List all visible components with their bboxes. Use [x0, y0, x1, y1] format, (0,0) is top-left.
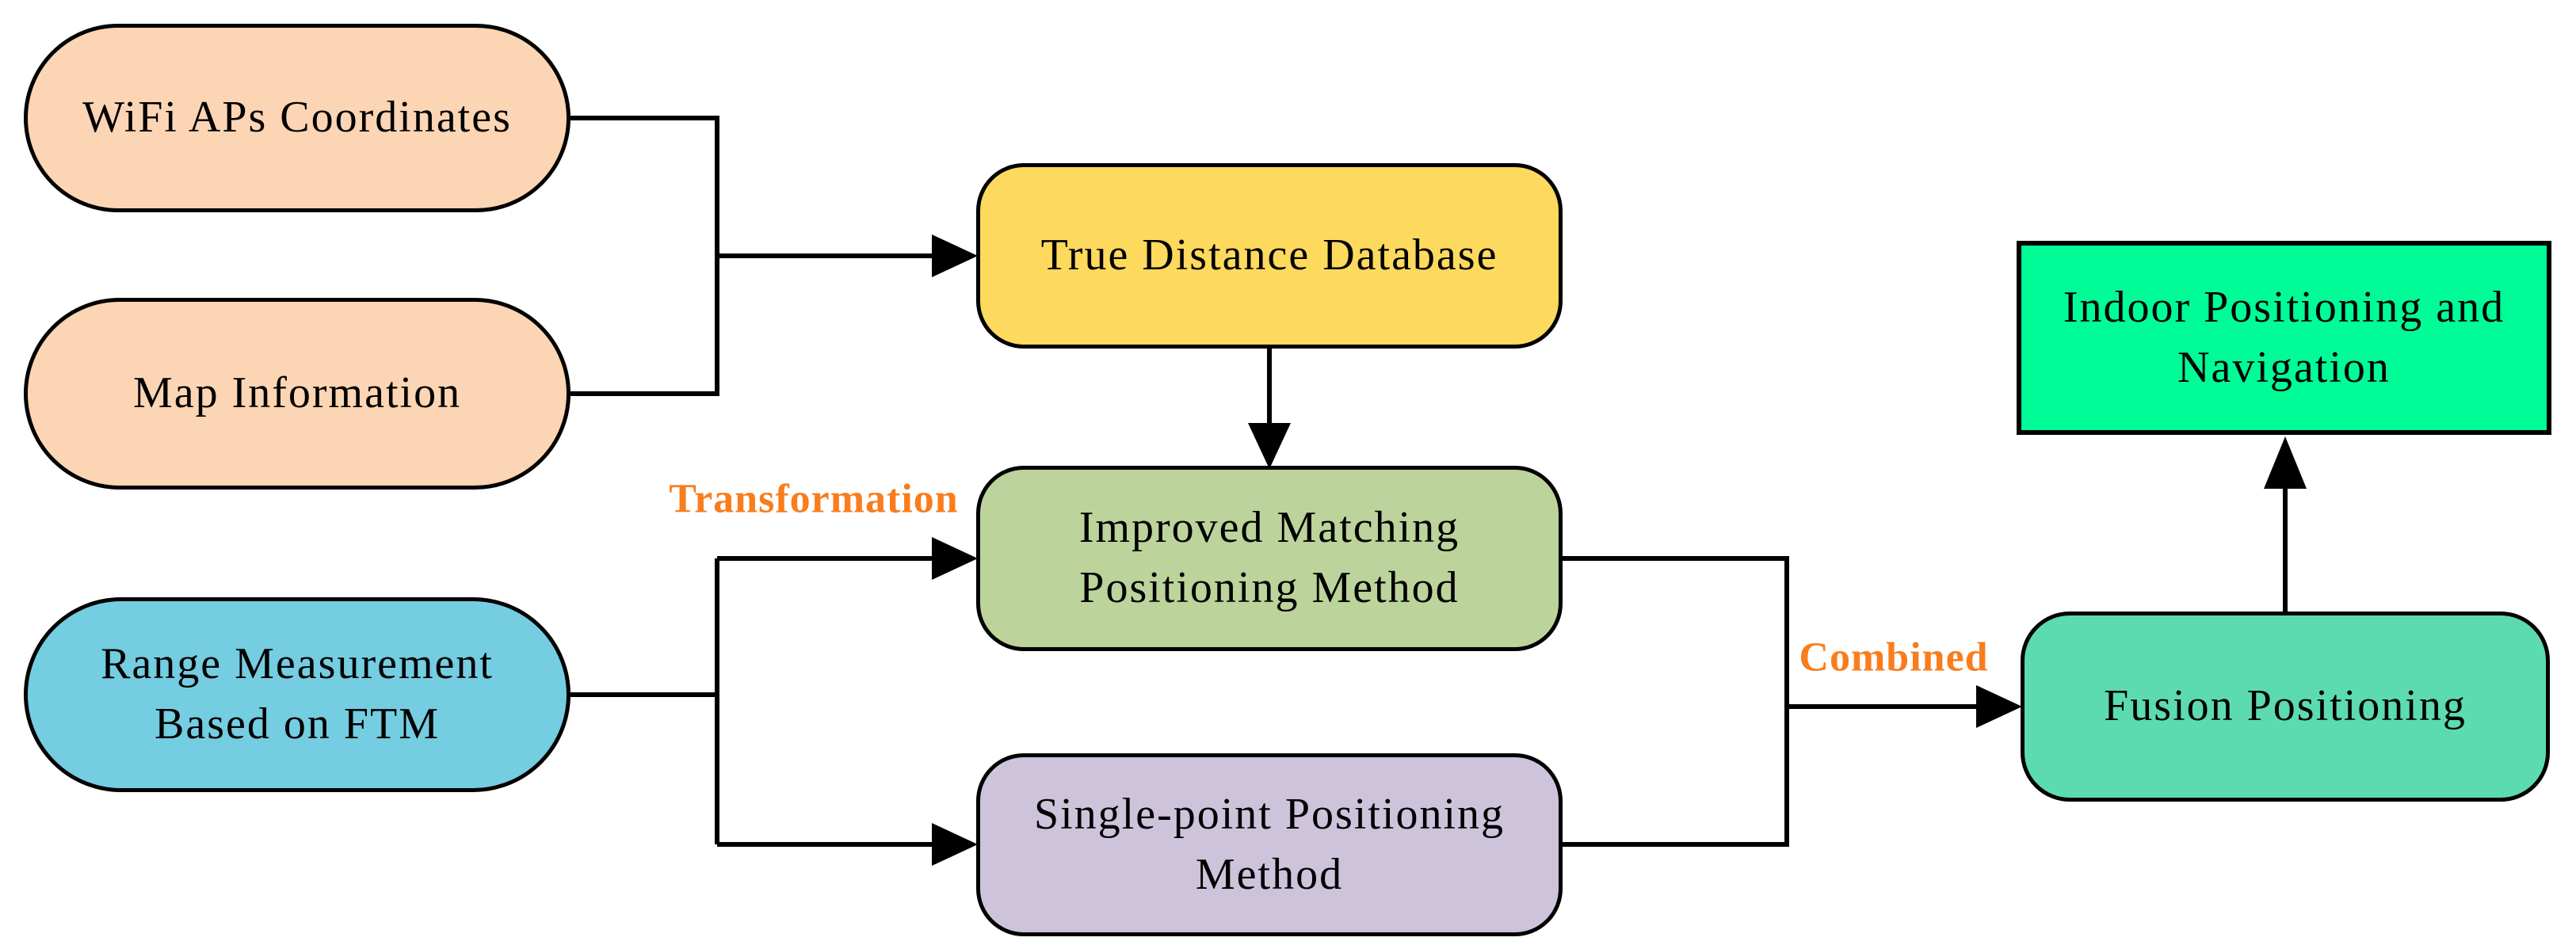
arrowhead-to-fusion: [1976, 685, 2022, 728]
edge-methods-to-fusion: [1563, 556, 2022, 847]
edge-inputs-to-database: [571, 116, 978, 396]
node-label: Range Measurement Based on FTM: [101, 639, 494, 749]
node-label: Indoor Positioning and Navigation: [2063, 282, 2505, 392]
node-label: Single-point Positioning Method: [1033, 789, 1506, 899]
arrowhead-to-single: [932, 823, 978, 866]
node-map-information: Map Information: [24, 298, 571, 490]
node-single-point-method: Single-point Positioning Method: [976, 753, 1563, 936]
node-label: Improved Matching Positioning Method: [1078, 503, 1460, 612]
arrowhead-to-indoor: [2264, 436, 2307, 489]
node-true-distance-database: True Distance Database: [976, 163, 1563, 349]
node-range-measurement-ftm: Range Measurement Based on FTM: [24, 597, 571, 792]
node-wifi-aps-coordinates: WiFi APs Coordinates: [24, 24, 571, 212]
node-indoor-positioning-navigation: Indoor Positioning and Navigation: [2017, 241, 2551, 435]
node-label: True Distance Database: [1040, 231, 1498, 280]
edge-label-combined: Combined: [1799, 634, 1989, 680]
node-improved-matching-method: Improved Matching Positioning Method: [976, 466, 1563, 651]
node-label: Map Information: [132, 368, 462, 418]
node-label: Fusion Positioning: [2104, 681, 2467, 731]
edge-label-transformation: Transformation: [669, 476, 959, 522]
arrowhead-to-improved: [932, 537, 978, 580]
edge-database-to-improved: [1248, 349, 1291, 469]
node-fusion-positioning: Fusion Positioning: [2021, 612, 2550, 802]
edge-fusion-to-indoor: [2264, 436, 2307, 612]
node-label: WiFi APs Coordinates: [82, 93, 512, 143]
edge-range-split: [571, 537, 978, 866]
arrowhead-to-improved-top: [1248, 423, 1291, 469]
arrowhead-to-database: [932, 234, 978, 277]
